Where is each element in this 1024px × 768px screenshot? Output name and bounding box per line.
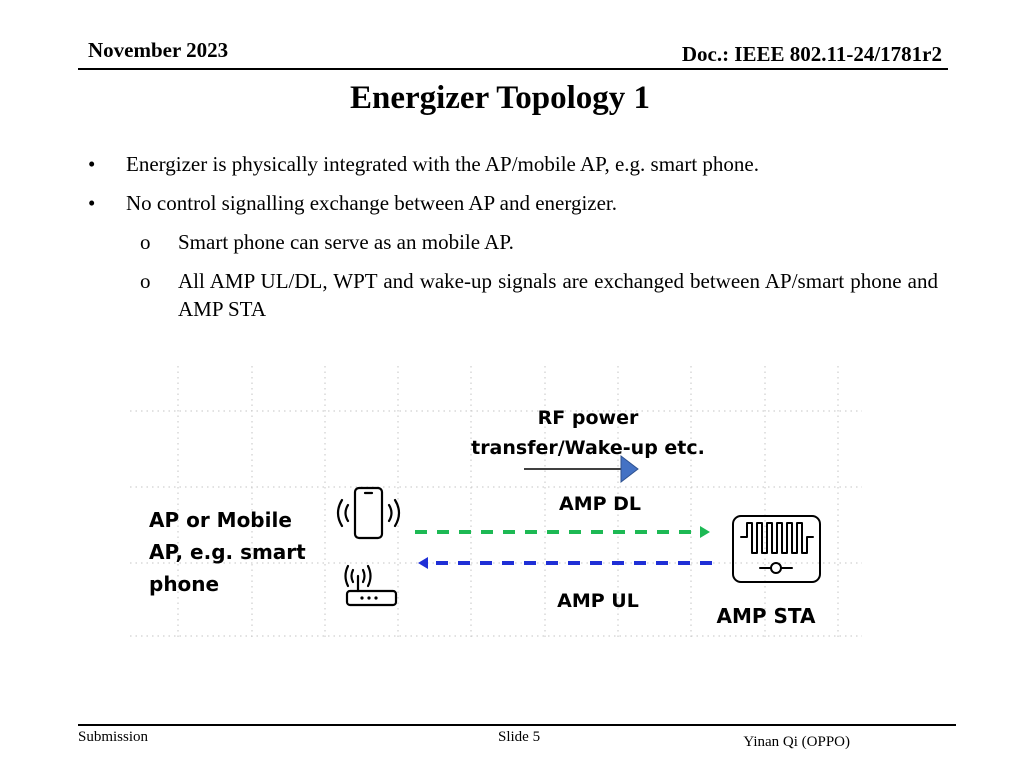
- smartphone-icon: [336, 486, 401, 540]
- footer-divider: [78, 724, 956, 726]
- sub-bullet-marker: o: [140, 269, 151, 293]
- sub-bullet-item: o All AMP UL/DL, WPT and wake-up signals…: [88, 267, 938, 323]
- bullet-item: • Energizer is physically integrated wit…: [88, 150, 938, 178]
- rf-arrow: [524, 454, 639, 484]
- ap-label-line-2: AP, e.g. smart: [149, 540, 306, 564]
- bullet-marker: •: [88, 191, 96, 215]
- bullet-text: Energizer is physically integrated with …: [126, 152, 760, 176]
- footer-submission: Submission: [78, 729, 149, 745]
- amp-dl-label: AMP DL: [559, 493, 641, 515]
- diagram-grid: [130, 366, 862, 640]
- bullet-list: • Energizer is physically integrated wit…: [88, 150, 938, 334]
- header-date: November 2023: [88, 38, 229, 62]
- sub-bullet-text: All AMP UL/DL, WPT and wake-up signals a…: [178, 269, 938, 321]
- bullet-marker: •: [88, 152, 96, 176]
- ap-label-line-3: phone: [149, 572, 219, 596]
- sub-bullet-marker: o: [140, 230, 151, 254]
- header-doc-id: Doc.: IEEE 802.11-24/1781r2: [681, 42, 942, 66]
- wifi-router-icon: [344, 564, 398, 607]
- amp-ul-label: AMP UL: [557, 590, 639, 612]
- rf-label-line-1: RF power: [538, 407, 639, 429]
- sub-bullet-text: Smart phone can serve as an mobile AP.: [178, 230, 514, 254]
- bullet-text: No control signalling exchange between A…: [126, 191, 618, 215]
- ap-label-line-1: AP or Mobile: [149, 508, 292, 532]
- header-divider: [78, 68, 948, 70]
- bullet-item: • No control signalling exchange between…: [88, 189, 938, 217]
- footer-author: Yinan Qi (OPPO): [743, 734, 850, 750]
- amp-sta-label: AMP STA: [717, 604, 816, 628]
- amp-sta-device-icon: [732, 515, 821, 583]
- rf-label-line-2: transfer/Wake-up etc.: [471, 437, 705, 459]
- slide-title: Energizer Topology 1: [349, 80, 651, 116]
- footer-slide-number: Slide 5: [498, 729, 541, 745]
- sub-bullet-item: o Smart phone can serve as an mobile AP.: [88, 228, 938, 256]
